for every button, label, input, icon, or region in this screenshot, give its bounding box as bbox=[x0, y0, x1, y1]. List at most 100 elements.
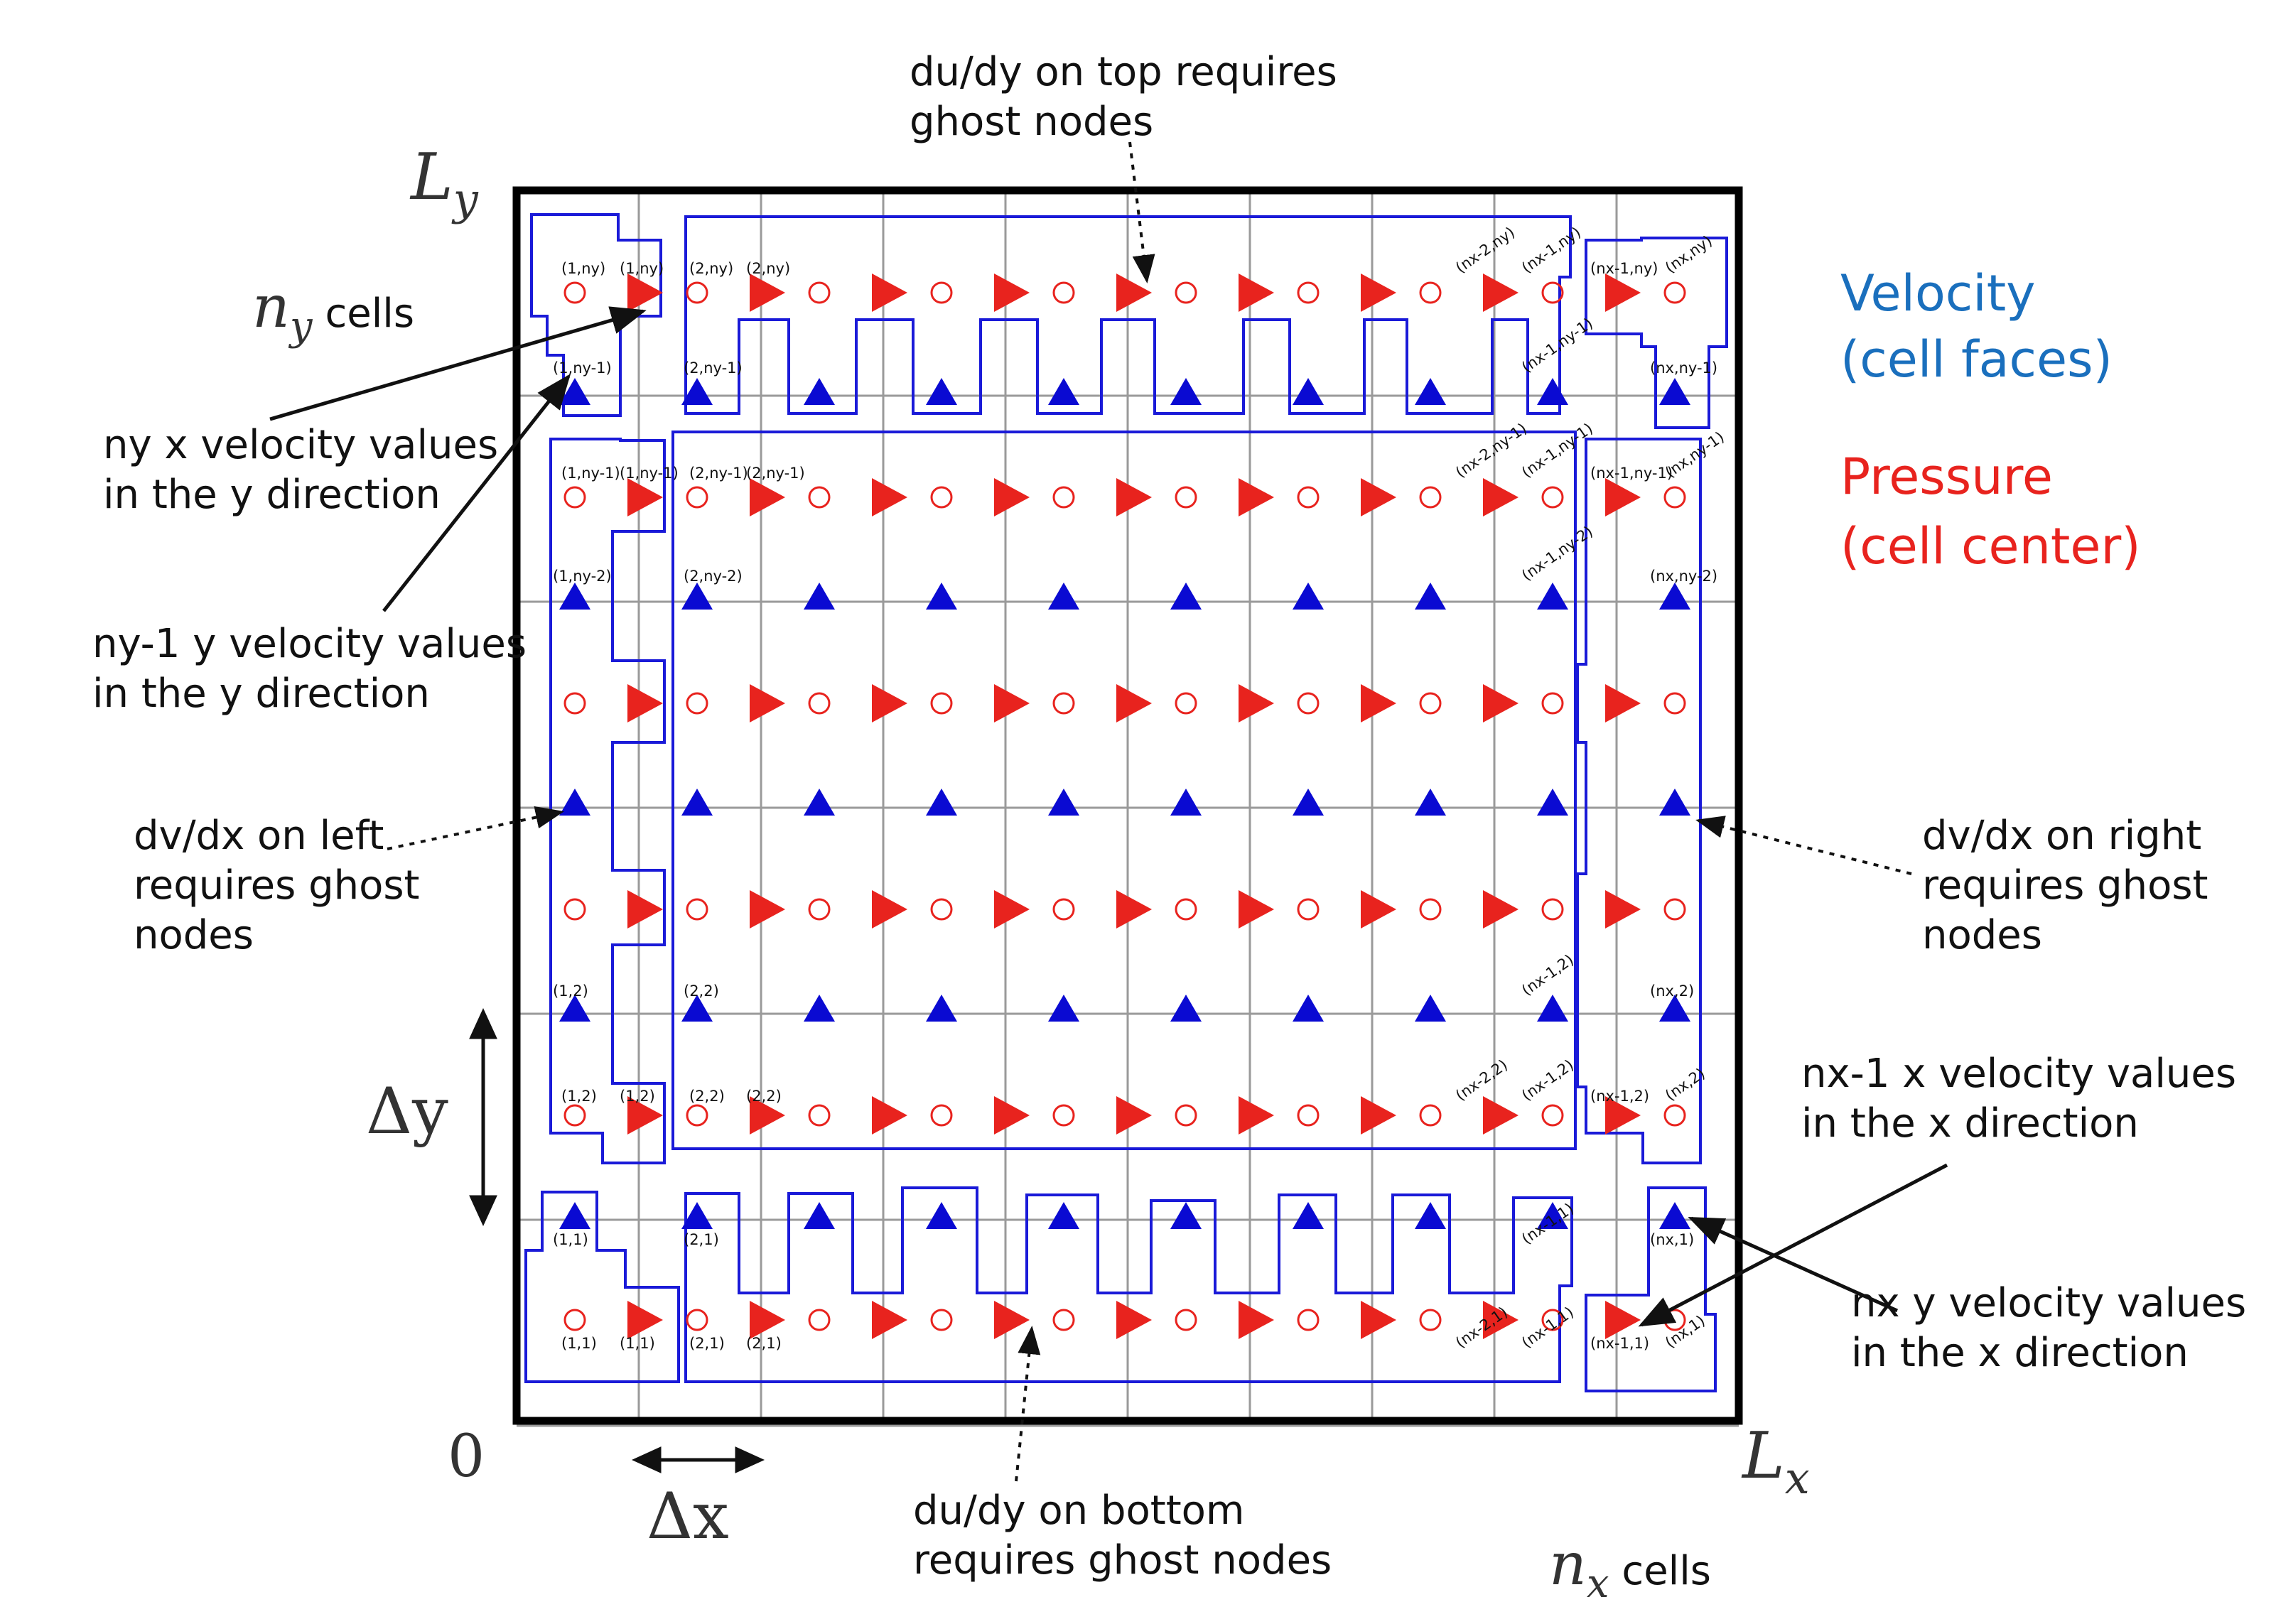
v-velocity-node bbox=[1659, 583, 1690, 610]
u-velocity-node bbox=[872, 1301, 907, 1339]
u-velocity-node bbox=[1605, 1096, 1641, 1135]
nyx-annotation-line1: ny x velocity values bbox=[103, 422, 498, 468]
pressure-node bbox=[1052, 1104, 1075, 1127]
u-velocity-node bbox=[1605, 684, 1641, 722]
u-velocity-node bbox=[872, 478, 907, 516]
pressure-node bbox=[1297, 1309, 1320, 1331]
right-column-outline bbox=[1576, 438, 1702, 1164]
top-strip-outline bbox=[684, 215, 1572, 415]
bottom-annotation-line1: du/dy on bottom bbox=[913, 1488, 1244, 1534]
u-velocity-node bbox=[750, 890, 785, 929]
u-velocity-node bbox=[1483, 478, 1519, 516]
u-velocity-node bbox=[994, 890, 1030, 929]
u-velocity-node bbox=[1483, 274, 1519, 312]
dx-double-arrow bbox=[631, 1446, 765, 1473]
top-annotation-line1: du/dy on top requires bbox=[910, 49, 1337, 95]
v-velocity-node bbox=[1293, 583, 1324, 610]
pressure-node bbox=[930, 1309, 953, 1331]
pressure-node bbox=[1419, 1104, 1442, 1127]
pressure-node bbox=[1297, 281, 1320, 304]
u-velocity-node bbox=[1116, 274, 1152, 312]
v-velocity-node bbox=[1170, 789, 1202, 816]
node-label: (nx,ny-1) bbox=[1662, 428, 1727, 481]
v-velocity-node bbox=[1293, 789, 1324, 816]
u-velocity-node bbox=[1483, 890, 1519, 929]
pressure-node bbox=[1419, 1309, 1442, 1331]
node-label: (nx-1,ny-1) bbox=[1519, 420, 1596, 481]
u-velocity-node bbox=[750, 1096, 785, 1135]
node-label: (nx-2,ny) bbox=[1452, 224, 1518, 276]
right-dotted-arrow bbox=[1695, 816, 1912, 875]
pressure-node bbox=[930, 1104, 953, 1127]
nyx-annotation-line2: in the y direction bbox=[103, 472, 441, 518]
v-velocity-node bbox=[926, 995, 957, 1022]
nxx-annotation-line1: nx-1 x velocity values bbox=[1801, 1051, 2236, 1097]
left-annotation-line3: nodes bbox=[134, 912, 254, 958]
u-velocity-node bbox=[1605, 478, 1641, 516]
node-label: (nx,ny-1) bbox=[1650, 359, 1717, 377]
node-label: (2,ny-1) bbox=[689, 465, 748, 482]
u-velocity-node bbox=[627, 890, 663, 929]
node-label: (1,2) bbox=[553, 982, 588, 1000]
pressure-node bbox=[1541, 692, 1564, 715]
pressure-node bbox=[563, 898, 586, 921]
legend-velocity-line1: Velocity bbox=[1840, 264, 2036, 323]
node-label: (nx-1,ny-1) bbox=[1590, 465, 1673, 482]
u-velocity-node bbox=[750, 274, 785, 312]
node-label: (2,ny-1) bbox=[746, 465, 805, 482]
v-velocity-node bbox=[1048, 789, 1079, 816]
u-velocity-node bbox=[627, 274, 663, 312]
pressure-node bbox=[1052, 898, 1075, 921]
u-velocity-node bbox=[1361, 1096, 1396, 1135]
u-velocity-node bbox=[750, 1301, 785, 1339]
u-velocity-node bbox=[872, 1096, 907, 1135]
ghost-node-region-outlines bbox=[524, 213, 1728, 1392]
nyy-annotation-line2: in the y direction bbox=[92, 671, 430, 717]
pressure-node bbox=[1663, 898, 1686, 921]
v-velocity-node bbox=[1293, 378, 1324, 405]
u-velocity-node bbox=[1483, 684, 1519, 722]
top-annotation-line2: ghost nodes bbox=[910, 99, 1153, 145]
v-velocity-node bbox=[559, 995, 590, 1022]
node-label: (1,ny) bbox=[561, 260, 605, 277]
bottom-right-corner-outline bbox=[1585, 1186, 1717, 1392]
v-velocity-node bbox=[804, 583, 835, 610]
u-velocity-node bbox=[1361, 1301, 1396, 1339]
pressure-node bbox=[1541, 281, 1564, 304]
node-label: (2,1) bbox=[684, 1231, 719, 1248]
pressure-node bbox=[563, 1309, 586, 1331]
pressure-node bbox=[930, 281, 953, 304]
pressure-node bbox=[1663, 1104, 1686, 1127]
u-velocity-node bbox=[994, 478, 1030, 516]
nxy-annotation-line2: in the x direction bbox=[1851, 1330, 2189, 1376]
v-velocity-node bbox=[1415, 789, 1446, 816]
v-velocity-node bbox=[1293, 995, 1324, 1022]
grid-lines bbox=[517, 190, 1739, 1427]
v-velocity-node bbox=[1537, 583, 1568, 610]
node-label: (nx-1,2) bbox=[1590, 1088, 1649, 1105]
v-velocity-node bbox=[1048, 583, 1079, 610]
pressure-node bbox=[1419, 898, 1442, 921]
node-label: (nx-1,1) bbox=[1590, 1335, 1649, 1352]
node-label: (2,ny) bbox=[746, 260, 790, 277]
bottom-annotation-line2: requires ghost nodes bbox=[913, 1537, 1332, 1584]
v-velocity-node bbox=[559, 1202, 590, 1229]
node-label: (nx-1,ny-1) bbox=[1519, 315, 1596, 376]
legend-velocity-line2: (cell faces) bbox=[1840, 330, 2113, 389]
v-velocity-node bbox=[1537, 995, 1568, 1022]
left-dotted-arrow bbox=[387, 806, 564, 850]
node-label: (nx-2,ny-1) bbox=[1452, 420, 1530, 481]
v-velocity-node bbox=[681, 789, 713, 816]
u-velocity-node bbox=[994, 684, 1030, 722]
pressure-node bbox=[686, 1104, 708, 1127]
u-velocity-node bbox=[872, 890, 907, 929]
node-label: (nx-1,1) bbox=[1519, 1200, 1577, 1247]
pressure-node bbox=[1663, 486, 1686, 509]
pressure-node bbox=[1052, 281, 1075, 304]
right-annotation-line3: nodes bbox=[1922, 912, 2042, 958]
pressure-node bbox=[1663, 281, 1686, 304]
dotted-arrows bbox=[387, 141, 1912, 1482]
v-velocity-node bbox=[1170, 583, 1202, 610]
node-label: (2,ny-1) bbox=[684, 359, 743, 377]
